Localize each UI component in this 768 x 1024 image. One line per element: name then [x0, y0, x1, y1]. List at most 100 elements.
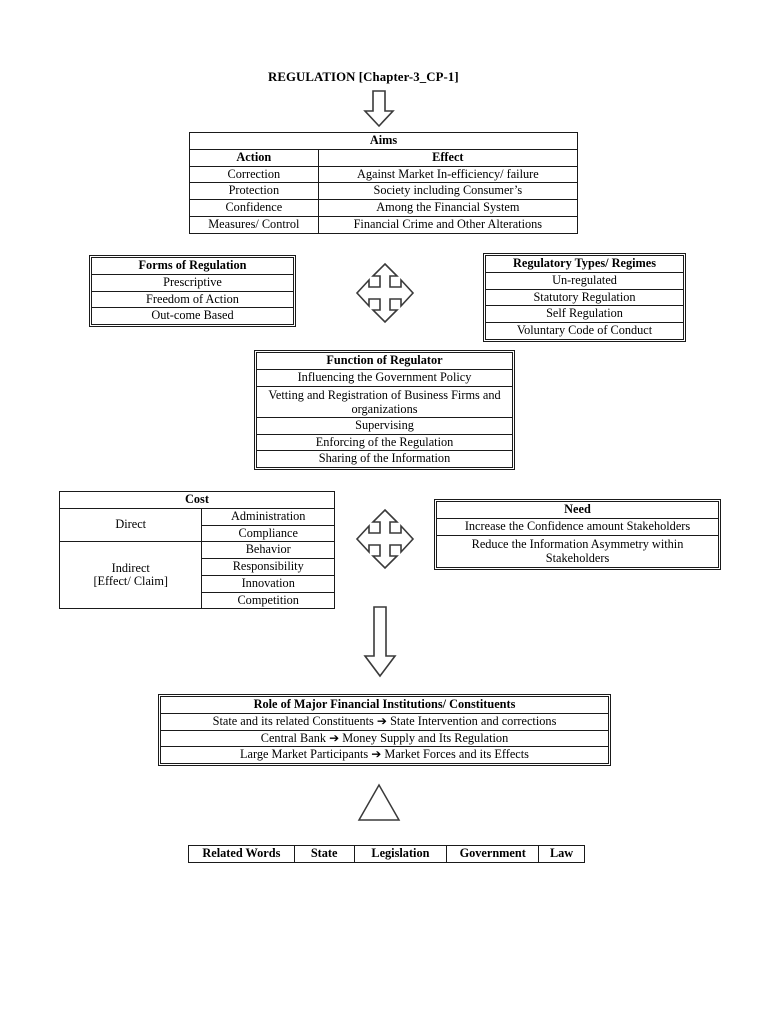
function-item: Enforcing of the Regulation: [256, 433, 513, 452]
aims-cell-effect: Against Market In-efficiency/ failure: [317, 165, 579, 184]
table-row: Protection Society including Consumer’s: [189, 182, 579, 201]
related-words-table: Related Words State Legislation Governme…: [188, 845, 585, 863]
table-row: Confidence Among the Financial System: [189, 199, 579, 217]
table-row: Increase the Confidence amount Stakehold…: [436, 517, 719, 536]
role-row: Central Bank ➔ Money Supply and Its Regu…: [160, 729, 609, 748]
right-arrow-icon: ➔: [329, 730, 340, 745]
cost-indirect-line1: Indirect: [111, 560, 150, 575]
table-row: Forms of Regulation: [91, 257, 294, 275]
related-word-item: Legislation: [353, 845, 448, 863]
four-way-arrow-icon: [355, 262, 415, 324]
table-row: Need: [436, 501, 719, 519]
role-to: Market Forces and its Effects: [384, 747, 529, 762]
table-row: Supervising: [256, 416, 513, 435]
table-row: Aims: [189, 132, 578, 150]
related-words-frame: Related Words State Legislation Governme…: [188, 845, 585, 863]
forms-header: Forms of Regulation: [91, 257, 294, 275]
cost-table: Cost Direct Administration Compliance In…: [58, 491, 335, 610]
connector-forms-types: [354, 262, 416, 324]
up-triangle-icon: [357, 783, 401, 821]
function-item: Supervising: [256, 416, 513, 435]
function-header: Function of Regulator: [256, 352, 513, 370]
cost-item: Innovation: [201, 574, 335, 593]
regulatory-types-frame: Regulatory Types/ Regimes Un-regulated S…: [483, 253, 686, 342]
cost-group-label-indirect: Indirect [Effect/ Claim]: [58, 541, 203, 610]
need-item: Reduce the Information Asymmetry within …: [436, 534, 719, 569]
role-table: Role of Major Financial Institutions/ Co…: [160, 696, 609, 765]
table-row: Action Effect: [189, 148, 579, 167]
regulatory-types-header: Regulatory Types/ Regimes: [485, 255, 684, 273]
related-words-label: Related Words: [188, 845, 295, 863]
table-row: Statutory Regulation: [485, 288, 684, 307]
role-to: Money Supply and Its Regulation: [342, 730, 509, 745]
right-arrow-icon: ➔: [376, 713, 387, 728]
role-frame: Role of Major Financial Institutions/ Co…: [158, 694, 611, 767]
cost-indirect-line2: [Effect/ Claim]: [93, 574, 168, 589]
down-arrow-icon: [363, 90, 395, 128]
related-word-item: Law: [538, 845, 585, 863]
aims-cell-effect: Among the Financial System: [317, 199, 579, 217]
role-header: Role of Major Financial Institutions/ Co…: [160, 696, 609, 714]
table-row: Function of Regulator: [256, 352, 513, 370]
role-row: State and its related Constituents ➔ Sta…: [160, 712, 609, 731]
aims-col-effect: Effect: [317, 148, 579, 167]
table-row: Self Regulation: [485, 305, 684, 324]
table-row: Freedom of Action: [91, 290, 294, 309]
table-row: Un-regulated: [485, 271, 684, 290]
function-of-regulator-frame: Function of Regulator Influencing the Go…: [254, 350, 515, 471]
forms-item: Prescriptive: [91, 273, 294, 292]
function-item: Vetting and Registration of Business Fir…: [256, 385, 513, 418]
table-row: Cost: [59, 491, 335, 509]
connector-to-role: [362, 606, 398, 678]
aims-col-action: Action: [189, 148, 319, 167]
connector-title-to-aims: [362, 90, 396, 128]
cost-item: Competition: [201, 591, 335, 610]
aims-cell-action: Protection: [189, 182, 319, 201]
regulatory-types-table: Regulatory Types/ Regimes Un-regulated S…: [485, 255, 684, 340]
regulatory-types-item: Voluntary Code of Conduct: [485, 322, 684, 340]
table-row: Competition: [60, 591, 335, 610]
aims-table: Aims Action Effect Correction Against Ma…: [189, 132, 579, 234]
table-row: Vetting and Registration of Business Fir…: [256, 385, 513, 418]
role-to: State Intervention and corrections: [390, 713, 557, 728]
role-from: Large Market Participants: [240, 747, 369, 762]
role-from: Central Bank: [260, 730, 326, 745]
table-row: Central Bank ➔ Money Supply and Its Regu…: [160, 729, 609, 748]
aims-cell-action: Measures/ Control: [189, 215, 319, 234]
right-arrow-icon: ➔: [371, 747, 382, 762]
cost-item: Compliance: [201, 524, 335, 543]
aims-cell-action: Correction: [189, 165, 319, 184]
forms-item: Out-come Based: [91, 307, 294, 326]
need-item: Increase the Confidence amount Stakehold…: [436, 517, 719, 536]
page-title: REGULATION [Chapter-3_CP-1]: [268, 70, 459, 84]
table-row: Indirect [Effect/ Claim] Behavior: [58, 541, 335, 610]
cost-group-label-direct: Direct: [58, 507, 203, 543]
function-item: Sharing of the Information: [256, 450, 513, 469]
need-table: Need Increase the Confidence amount Stak…: [436, 501, 719, 569]
function-of-regulator-table: Function of Regulator Influencing the Go…: [256, 352, 513, 469]
connector-cost-need: [354, 508, 416, 570]
role-from: State and its related Constituents: [212, 713, 374, 728]
down-arrow-icon: [363, 606, 397, 678]
table-row: Out-come Based: [91, 307, 294, 326]
cost-item: Behavior: [201, 541, 335, 560]
table-row: Voluntary Code of Conduct: [485, 322, 684, 340]
aims-cell-effect: Society including Consumer’s: [317, 182, 579, 201]
table-row: Reduce the Information Asymmetry within …: [436, 534, 719, 569]
related-word-item: State: [293, 845, 355, 863]
cost-header: Cost: [59, 491, 335, 509]
table-row: State and its related Constituents ➔ Sta…: [160, 712, 609, 731]
need-frame: Need Increase the Confidence amount Stak…: [434, 499, 721, 571]
regulatory-types-item: Un-regulated: [485, 271, 684, 290]
table-row: Regulatory Types/ Regimes: [485, 255, 684, 273]
forms-of-regulation-table: Forms of Regulation Prescriptive Freedom…: [91, 257, 294, 326]
aims-cell-action: Confidence: [189, 199, 319, 217]
table-row: Measures/ Control Financial Crime and Ot…: [189, 215, 579, 234]
forms-item: Freedom of Action: [91, 290, 294, 309]
four-way-arrow-icon: [355, 508, 415, 570]
table-row: Prescriptive: [91, 273, 294, 292]
table-row: Influencing the Government Policy: [256, 368, 513, 387]
regulatory-types-item: Self Regulation: [485, 305, 684, 324]
aims-header: Aims: [189, 132, 578, 150]
